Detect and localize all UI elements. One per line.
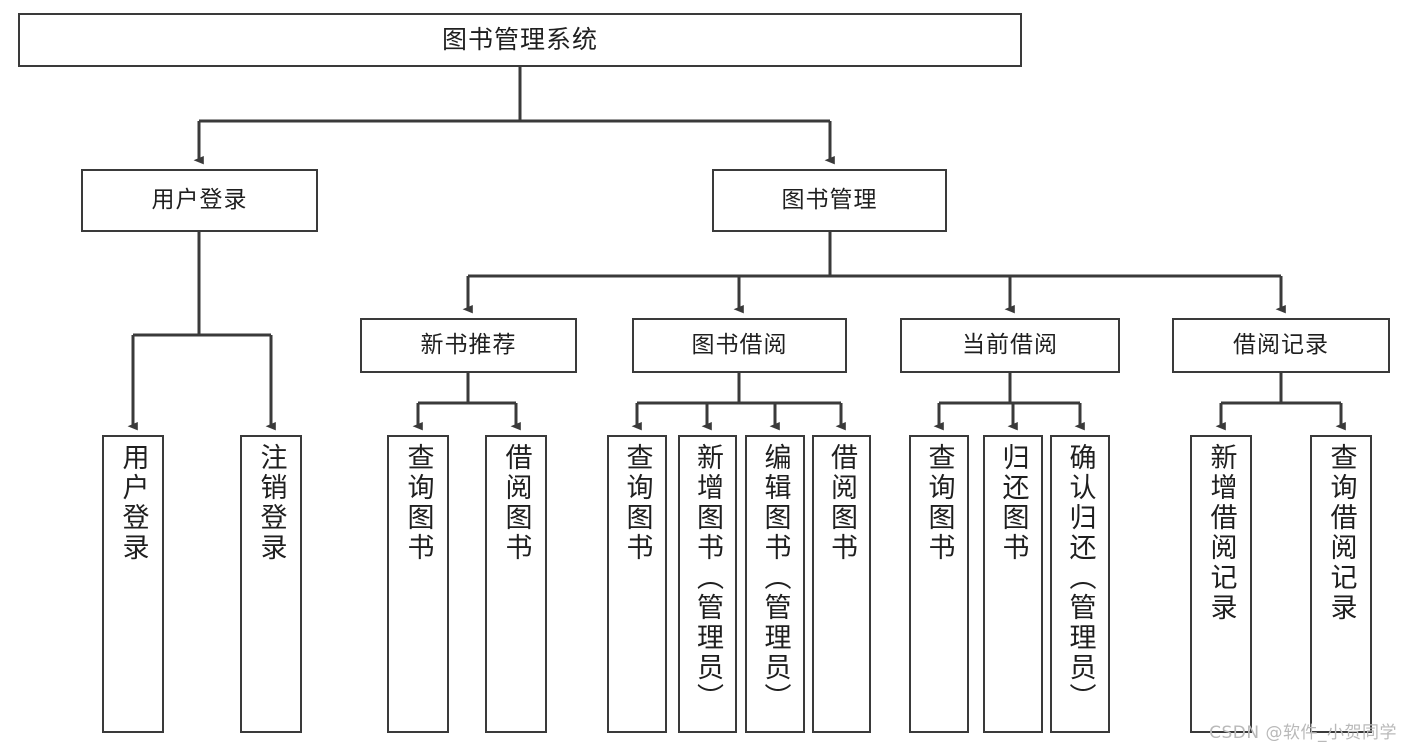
- node-leaf-query-record-label: 查询借阅记录: [1325, 443, 1357, 623]
- node-leaf-query-book-rec[interactable]: 查询图书: [387, 435, 449, 733]
- node-leaf-query-book-cur[interactable]: 查询图书: [909, 435, 969, 733]
- node-leaf-user-login-label: 用户登录: [117, 443, 149, 563]
- node-leaf-borrow-book-brw[interactable]: 借阅图书: [812, 435, 871, 733]
- node-book-borrow-label: 图书借阅: [691, 331, 788, 358]
- node-leaf-confirm-return-label: 确认归还（管理员）: [1064, 443, 1096, 713]
- node-leaf-query-book-brw-label: 查询图书: [621, 443, 653, 563]
- csdn-watermark: CSDN @软件_小贺同学: [1209, 723, 1397, 743]
- node-leaf-user-logout-label: 注销登录: [255, 443, 287, 563]
- node-book-manage[interactable]: 图书管理: [712, 169, 947, 232]
- node-leaf-query-book-rec-label: 查询图书: [402, 443, 434, 563]
- node-leaf-return-book[interactable]: 归还图书: [983, 435, 1043, 733]
- node-leaf-query-book-brw[interactable]: 查询图书: [607, 435, 667, 733]
- node-leaf-edit-book[interactable]: 编辑图书（管理员）: [745, 435, 805, 733]
- node-leaf-query-book-cur-label: 查询图书: [923, 443, 955, 563]
- node-leaf-query-record[interactable]: 查询借阅记录: [1310, 435, 1372, 733]
- node-current-borrow[interactable]: 当前借阅: [900, 318, 1120, 373]
- node-leaf-user-login[interactable]: 用户登录: [102, 435, 164, 733]
- node-leaf-borrow-book-brw-label: 借阅图书: [826, 443, 857, 563]
- node-root-label: 图书管理系统: [441, 25, 598, 54]
- node-leaf-edit-book-label: 编辑图书（管理员）: [759, 443, 791, 713]
- node-leaf-borrow-book-rec-label: 借阅图书: [500, 443, 532, 563]
- node-current-borrow-label: 当前借阅: [962, 331, 1058, 358]
- node-leaf-confirm-return[interactable]: 确认归还（管理员）: [1050, 435, 1110, 733]
- node-leaf-add-record[interactable]: 新增借阅记录: [1190, 435, 1252, 733]
- node-leaf-add-book[interactable]: 新增图书（管理员）: [678, 435, 737, 733]
- node-new-book-rec[interactable]: 新书推荐: [360, 318, 577, 373]
- node-new-book-rec-label: 新书推荐: [420, 331, 517, 358]
- node-leaf-add-record-label: 新增借阅记录: [1205, 443, 1237, 623]
- node-book-manage-label: 图书管理: [781, 186, 878, 213]
- node-borrow-record[interactable]: 借阅记录: [1172, 318, 1390, 373]
- node-leaf-return-book-label: 归还图书: [997, 443, 1029, 563]
- node-book-borrow[interactable]: 图书借阅: [632, 318, 847, 373]
- node-leaf-borrow-book-rec[interactable]: 借阅图书: [485, 435, 547, 733]
- node-user-login-label: 用户登录: [151, 186, 248, 213]
- node-user-login[interactable]: 用户登录: [81, 169, 318, 232]
- node-leaf-user-logout[interactable]: 注销登录: [240, 435, 302, 733]
- node-borrow-record-label: 借阅记录: [1233, 331, 1329, 358]
- node-root[interactable]: 图书管理系统: [18, 13, 1022, 67]
- node-leaf-add-book-label: 新增图书（管理员）: [692, 443, 723, 713]
